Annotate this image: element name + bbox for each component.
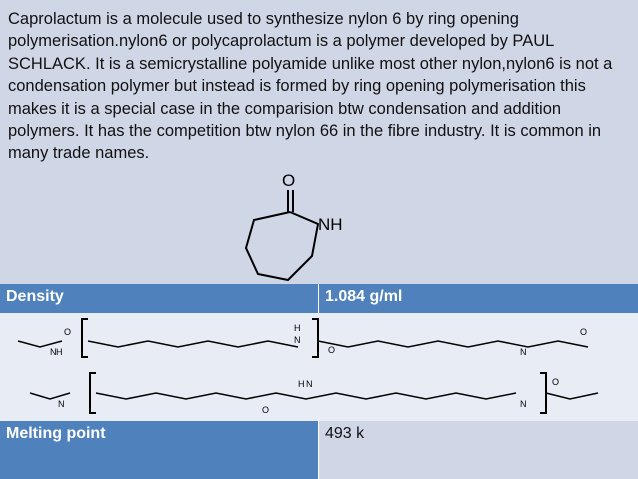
density-value: 1.084 g/ml	[319, 284, 638, 313]
melting-point-value: 493 k	[319, 421, 638, 479]
melting-point-label: Melting point	[0, 421, 319, 479]
intro-paragraph: Caprolactum is a molecule used to synthe…	[8, 10, 613, 163]
polymer-nitrogen-label: N	[50, 347, 57, 357]
polymer-oxygen-label: O	[262, 405, 269, 415]
nylon6-polymer-structure: O N H H N O N O N O H N N O	[17, 318, 599, 415]
table-row: Melting point 493 k	[0, 421, 638, 479]
polymer-nitrogen-label: N	[520, 399, 527, 409]
intro-panel: Caprolactum is a molecule used to synthe…	[0, 0, 638, 284]
table-row: Density 1.084 g/ml	[0, 284, 638, 313]
caprolactam-structure: O NH	[244, 171, 343, 282]
nh-group-label: NH	[318, 215, 343, 234]
polymer-hydrogen-label: H	[298, 379, 305, 389]
polymer-hydrogen-label: H	[294, 323, 301, 333]
polymer-hydrogen-label: H	[56, 347, 63, 357]
polymer-nitrogen-label: N	[294, 335, 301, 345]
oxygen-atom-label: O	[282, 171, 295, 190]
polymer-oxygen-label: O	[580, 327, 587, 337]
polymer-oxygen-label: O	[328, 345, 335, 355]
density-label: Density	[0, 284, 319, 313]
polymer-oxygen-label: O	[552, 377, 559, 387]
polymer-nitrogen-label: N	[306, 379, 313, 389]
polymer-oxygen-label: O	[64, 327, 71, 337]
polymer-nitrogen-label: N	[58, 399, 65, 409]
polymer-nitrogen-label: N	[520, 347, 527, 357]
polymer-structure-panel: O N H H N O N O N O H N N O	[0, 313, 638, 421]
